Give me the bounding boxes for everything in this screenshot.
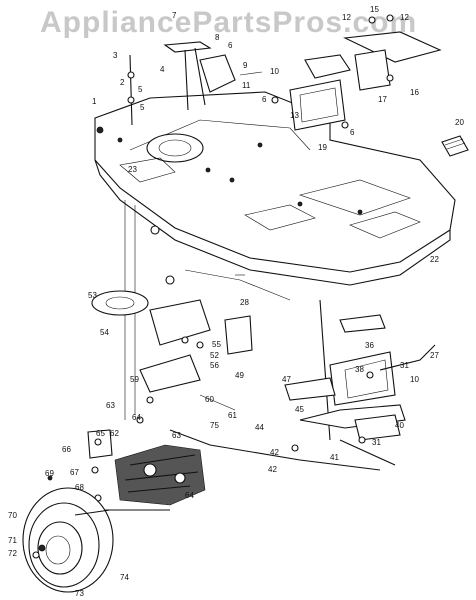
part-label-44: 44 [255,423,264,432]
part-label-16: 16 [410,88,419,97]
part-label-64b: 64 [185,491,194,500]
part-label-2: 2 [120,78,125,87]
part-label-6: 6 [228,41,233,50]
part-label-11: 11 [242,81,251,90]
part-label-59: 59 [130,375,139,384]
part-label-63: 63 [106,401,115,410]
part-label-6b: 6 [262,95,267,104]
part-label-74: 74 [120,573,129,582]
part-label-23: 23 [128,165,137,174]
part-label-54: 54 [100,328,109,337]
part-label-9: 9 [243,61,248,70]
part-label-8: 8 [215,33,220,42]
part-label-49: 49 [235,371,244,380]
part-label-45: 45 [295,405,304,414]
right-brackets [271,14,442,131]
part-label-15: 15 [370,5,379,14]
part-label-27: 27 [430,351,439,360]
part-label-12b: 12 [400,13,409,22]
part-label-10b: 10 [410,375,419,384]
part-label-68: 68 [75,483,84,492]
handle-grip [441,135,469,157]
part-label-36: 36 [365,341,374,350]
part-label-55: 55 [212,340,221,349]
part-labels: 1 2 3 5 5 7 4 8 6 9 10 11 6 12 15 12 13 … [8,5,464,598]
part-label-19: 19 [318,143,327,152]
part-label-75: 75 [210,421,219,430]
part-label-67: 67 [70,468,79,477]
part-label-31b: 31 [372,438,381,447]
drive-components [91,200,381,471]
part-label-28: 28 [240,298,249,307]
part-label-61: 61 [228,411,237,420]
part-label-41: 41 [330,453,339,462]
right-linkages [284,299,436,466]
part-label-40: 40 [395,421,404,430]
part-label-13: 13 [290,111,299,120]
rear-wheel [22,475,114,593]
chassis-frame [94,91,456,286]
part-label-71: 71 [8,536,17,545]
part-label-60: 60 [205,395,214,404]
part-label-63b: 63 [172,431,181,440]
part-label-42: 42 [270,448,279,457]
part-label-42b: 42 [268,465,277,474]
part-label-64: 64 [132,413,141,422]
part-label-52: 52 [210,351,219,360]
part-label-5b: 5 [140,103,145,112]
transaxle [87,429,206,511]
part-label-56: 56 [210,361,219,370]
part-label-66: 66 [62,445,71,454]
part-label-69: 69 [45,469,54,478]
part-label-70: 70 [8,511,17,520]
part-label-5: 5 [138,85,143,94]
steering-assembly [96,41,263,134]
part-label-17: 17 [378,95,387,104]
part-label-65: 65 [96,429,105,438]
part-label-10: 10 [270,67,279,76]
part-label-20: 20 [455,118,464,127]
part-label-73: 73 [75,589,84,598]
part-label-6c: 6 [350,128,355,137]
part-label-22: 22 [430,255,439,264]
part-label-31: 31 [400,361,409,370]
part-label-72: 72 [8,549,17,558]
part-label-3: 3 [113,51,118,60]
part-label-1: 1 [92,97,97,106]
part-label-53: 53 [88,291,97,300]
part-label-47: 47 [282,375,291,384]
part-label-38: 38 [355,365,364,374]
part-label-4: 4 [160,65,165,74]
part-label-12: 12 [342,13,351,22]
part-label-62: 62 [110,429,119,438]
part-label-7: 7 [172,11,177,20]
